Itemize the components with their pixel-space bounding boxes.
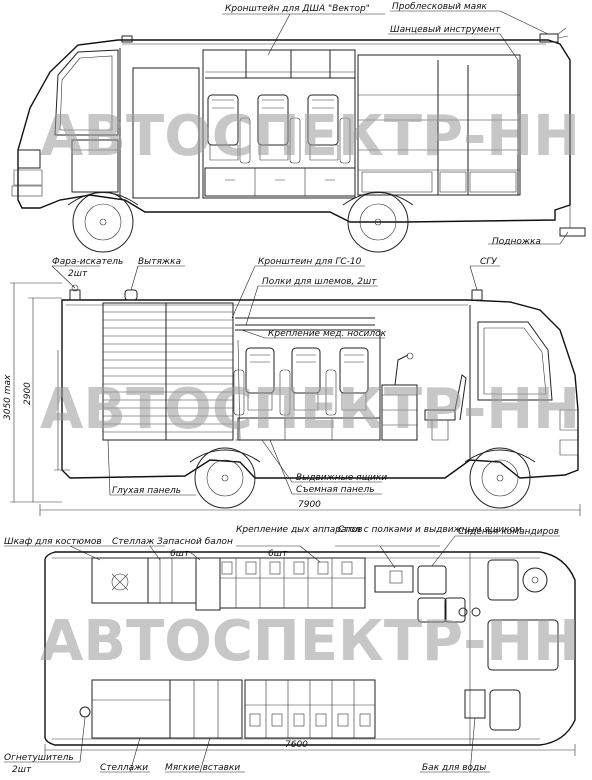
wardrobe (91, 557, 149, 604)
label-spare-cylinder-qty: 6шт (170, 549, 190, 559)
exhaust-icon (124, 289, 138, 301)
label-soft-inserts: Мягкие вставки (165, 763, 240, 773)
label-blind-panel: Глухая панель (112, 486, 181, 496)
commander-seat-2 (417, 597, 447, 623)
label-racks: Стеллажи (100, 763, 148, 773)
label-bracket-gs10: Кронштеин для ГС-10 (258, 257, 362, 267)
beacon-icon (539, 33, 559, 43)
label-bracket-dsha: Кронштейн для ДША "Вектор" (225, 4, 370, 14)
extinguisher-icon (79, 706, 91, 718)
label-water-tank: Бак для воды (422, 763, 486, 773)
front-wheel-right (469, 447, 531, 509)
watermark-3: АВТОСПЕКТР-НН (40, 609, 580, 674)
water-tank (464, 689, 486, 719)
front-wheel-left (72, 191, 134, 253)
lamp-icon (394, 354, 409, 386)
soft-inserts (169, 679, 243, 739)
watermark-2: АВТОСПЕКТР-НН (40, 377, 580, 442)
watermark-1: АВТОСПЕКТР-НН (40, 104, 580, 169)
label-sgu: СГУ (480, 257, 497, 267)
label-exhaust: Вытяжка (138, 257, 181, 267)
commander-seat-1 (417, 565, 447, 595)
label-extinguisher-qty: 2шт (12, 765, 32, 775)
searchlight-icon (69, 289, 81, 301)
rear-wheel-right (194, 447, 256, 509)
label-extinguisher: Огнетушитель (4, 753, 74, 763)
label-drawers: Выдвижные ящики (296, 473, 387, 483)
dim-height-max: 3050 max (3, 374, 13, 420)
dim-length-7900: 7900 (298, 500, 321, 510)
label-commander-seats: Сиденья командиров (458, 527, 559, 537)
label-table: Стол с полками и выдвижным ящиком (338, 525, 522, 535)
plan-view (4, 535, 576, 773)
sgu-icon (471, 289, 483, 301)
scba-sets-side (207, 94, 351, 164)
label-breathing-mount-qty: 6шт (268, 549, 288, 559)
step-icon (559, 227, 586, 237)
roller-shutter (102, 302, 234, 441)
scba-sets-right (233, 347, 369, 416)
label-step: Подножка (492, 237, 541, 247)
label-breathing-mount: Крепление дых аппаратов (236, 525, 363, 535)
table (374, 565, 414, 593)
label-rack: Стеллаж (112, 537, 155, 547)
dim-height: 2900 (23, 382, 33, 405)
desk (381, 384, 418, 441)
side-view-right (10, 265, 581, 516)
label-stretcher-mount: Крепление мед. носилок (268, 329, 387, 339)
label-searchlight: Фара-искатель (52, 257, 123, 267)
dim-length-7600: 7600 (285, 740, 308, 750)
label-removable-panel: Съемная панель (296, 485, 375, 495)
label-tools: Шанцевый инструмент (390, 25, 501, 35)
label-helmet-shelves: Полки для шлемов, 2шт (262, 277, 377, 287)
racks (91, 679, 171, 739)
label-spare-cylinder: Запасной балон (157, 537, 233, 547)
label-wardrobe: Шкаф для костюмов (4, 537, 102, 547)
side-view-left (11, 10, 586, 253)
label-searchlight-qty: 2шт (68, 269, 88, 279)
seat-icon (424, 374, 467, 421)
label-beacon: Проблесковый маяк (392, 2, 488, 12)
steering-wheel-icon (522, 567, 548, 593)
